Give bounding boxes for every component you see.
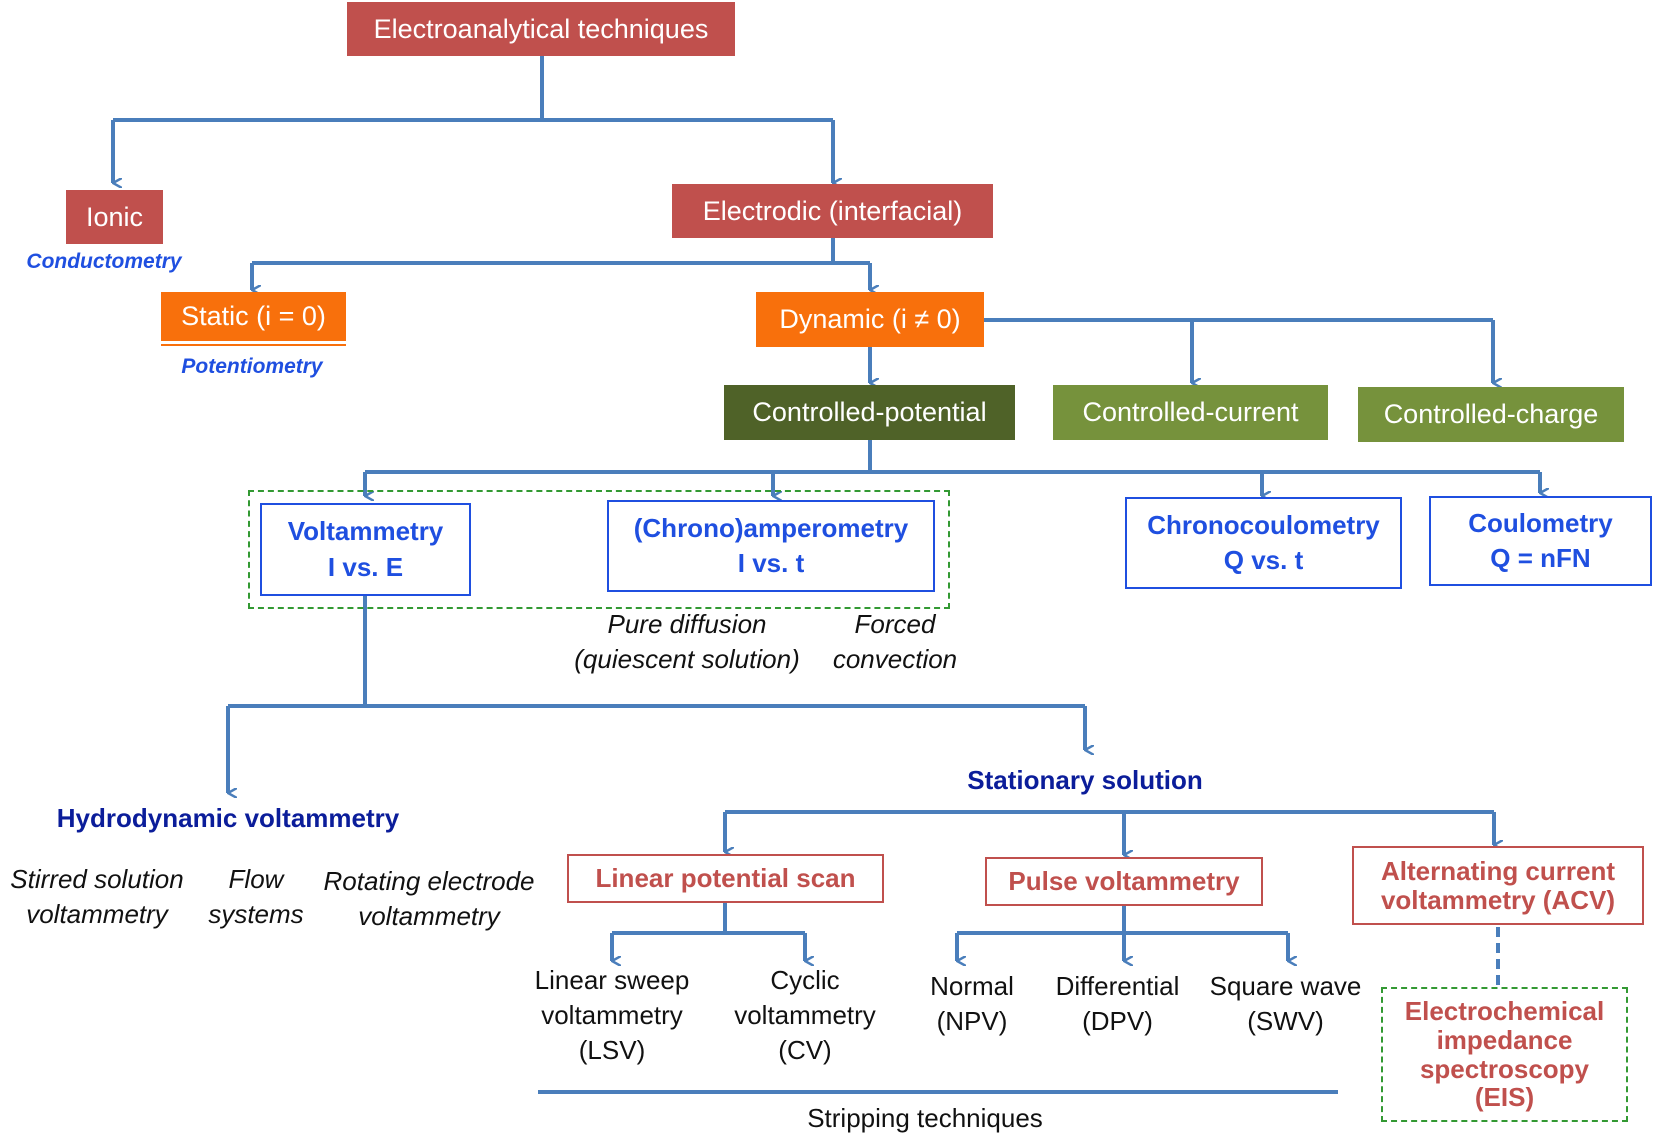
chronocoulometry-title: Chronocoulometry	[1147, 509, 1380, 540]
pulse-voltammetry-node: Pulse voltammetry	[985, 857, 1263, 906]
rotating-electrode-label: Rotating electrode voltammetry	[313, 864, 545, 934]
flow-systems-line2: systems	[208, 899, 304, 930]
stirred-solution-line2: voltammetry	[26, 899, 168, 930]
controlled-potential-node: Controlled-potential	[724, 385, 1015, 440]
dynamic-node: Dynamic (i ≠ 0)	[756, 292, 984, 347]
npv-label: Normal (NPV)	[902, 969, 1042, 1039]
chronoamperometry-node: (Chrono)amperometry I vs. t	[607, 500, 935, 592]
stirred-solution-line1: Stirred solution	[10, 864, 184, 894]
eis-line3: spectroscopy	[1419, 1053, 1590, 1084]
swv-label: Square wave (SWV)	[1198, 969, 1373, 1039]
potentiometry-label: Potentiometry	[181, 355, 323, 378]
swv-line1: Square wave	[1209, 971, 1362, 1001]
controlled-potential-group	[248, 490, 950, 609]
dpv-line1: Differential	[1055, 971, 1180, 1001]
lsv-line3: (LSV)	[578, 1035, 646, 1066]
chronoamperometry-subtitle: I vs. t	[737, 548, 805, 578]
coulometry-title: Coulometry	[1468, 507, 1613, 538]
stripping-label: Stripping techniques	[807, 1103, 1043, 1133]
electrodic-node-label: Electrodic (interfacial)	[702, 195, 963, 226]
voltammetry-subtitle: I vs. E	[327, 551, 404, 582]
eis-line1: Electrochemical	[1404, 996, 1605, 1027]
flow-systems-line1: Flow	[228, 864, 284, 894]
flow-systems-label: Flow systems	[200, 862, 312, 932]
pure-diffusion-line1: Pure diffusion	[607, 609, 767, 639]
hydrodynamic-voltammetry-label: Hydrodynamic voltammetry	[56, 803, 400, 833]
eis-line4: (EIS)	[1474, 1082, 1535, 1113]
linear-potential-scan-label: Linear potential scan	[595, 863, 856, 894]
controlled-current-node: Controlled-current	[1053, 385, 1328, 440]
static-underline	[161, 344, 346, 346]
stripping-rule	[538, 1090, 1338, 1094]
lsv-line1: Linear sweep	[534, 965, 690, 995]
cv-line3: (CV)	[778, 1035, 832, 1066]
controlled-charge-node: Controlled-charge	[1358, 387, 1624, 442]
acv-line1: Alternating current	[1380, 855, 1616, 886]
eis-node: Electrochemical impedance spectroscopy (…	[1381, 987, 1628, 1122]
pure-diffusion-line2: (quiescent solution)	[574, 644, 800, 675]
stationary-solution-label: Stationary solution	[967, 765, 1203, 795]
voltammetry-title: Voltammetry	[287, 516, 444, 547]
acv-line2: voltammetry (ACV)	[1380, 884, 1616, 915]
acv-node: Alternating current voltammetry (ACV)	[1352, 846, 1644, 925]
conductometry-label: Conductometry	[26, 250, 182, 273]
dpv-label: Differential (DPV)	[1040, 969, 1195, 1039]
rotating-electrode-line2: voltammetry	[358, 901, 500, 932]
chronoamperometry-title: (Chrono)amperometry	[633, 512, 909, 543]
linear-potential-scan-node: Linear potential scan	[567, 854, 884, 903]
ionic-node: Ionic	[66, 190, 163, 244]
eis-line2: impedance	[1436, 1024, 1573, 1055]
cv-label: Cyclic voltammetry (CV)	[715, 963, 895, 1068]
dpv-line2: (DPV)	[1082, 1006, 1153, 1037]
ionic-node-label: Ionic	[85, 201, 144, 232]
controlled-charge-label: Controlled-charge	[1383, 399, 1599, 429]
lsv-label: Linear sweep voltammetry (LSV)	[512, 963, 712, 1068]
rotating-electrode-line1: Rotating electrode	[323, 866, 535, 896]
static-node-label: Static (i = 0)	[181, 301, 326, 331]
cv-line1: Cyclic	[770, 965, 840, 995]
forced-convection-line1: Forced	[854, 609, 936, 639]
pulse-voltammetry-label: Pulse voltammetry	[1008, 866, 1240, 897]
forced-convection-line2: convection	[832, 644, 958, 675]
npv-line1: Normal	[930, 971, 1014, 1001]
stirred-solution-label: Stirred solution voltammetry	[0, 862, 194, 932]
chronocoulometry-subtitle: Q vs. t	[1223, 545, 1304, 575]
npv-line2: (NPV)	[936, 1006, 1008, 1037]
coulometry-node: Coulometry Q = nFN	[1429, 496, 1652, 586]
forced-convection-label: Forced convection	[815, 607, 975, 677]
static-node: Static (i = 0)	[161, 292, 346, 341]
voltammetry-node: Voltammetry I vs. E	[260, 503, 471, 596]
cv-line2: voltammetry	[734, 1000, 876, 1031]
pure-diffusion-label: Pure diffusion (quiescent solution)	[557, 607, 817, 677]
coulometry-subtitle: Q = nFN	[1490, 543, 1591, 573]
root-node: Electroanalytical techniques	[347, 2, 735, 56]
dynamic-node-label: Dynamic (i ≠ 0)	[779, 304, 961, 334]
root-node-label: Electroanalytical techniques	[373, 13, 709, 44]
lsv-line2: voltammetry	[541, 1000, 683, 1031]
controlled-current-label: Controlled-current	[1082, 397, 1299, 427]
electrodic-node: Electrodic (interfacial)	[672, 184, 993, 238]
controlled-potential-label: Controlled-potential	[752, 397, 987, 427]
swv-line2: (SWV)	[1247, 1006, 1324, 1037]
chronocoulometry-node: Chronocoulometry Q vs. t	[1125, 497, 1402, 589]
